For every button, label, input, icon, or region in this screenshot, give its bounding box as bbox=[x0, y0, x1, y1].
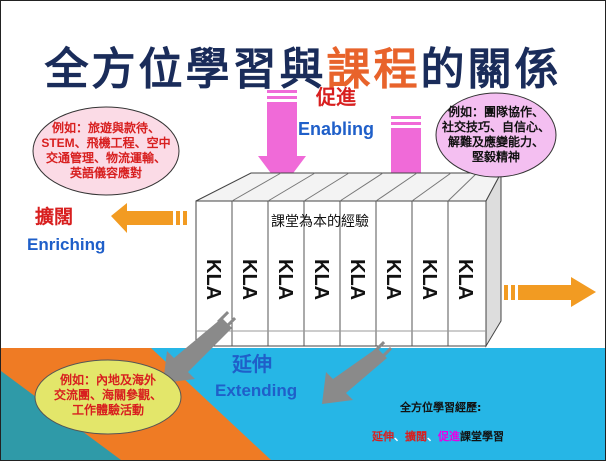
extending-en-label: Extending bbox=[215, 381, 298, 400]
enabling-example-line-4: 堅毅精神 bbox=[471, 150, 520, 164]
summary-line: 延伸、擴闊、促進課堂學習 bbox=[372, 428, 504, 444]
extending-example-bubble bbox=[34, 359, 182, 435]
summary-word-enrich: 擴闊 bbox=[405, 430, 427, 443]
summary-tail: 課堂學習 bbox=[460, 430, 504, 443]
enriching-example-text: 例如：旅遊與款待、 STEM、飛機工程、空中 交通管理、物流運輸、 英語儀容應對 bbox=[33, 121, 179, 181]
enriching-example-bubble bbox=[32, 106, 180, 196]
kla-block bbox=[195, 172, 502, 348]
enriching-example-line-4: 英語儀容應對 bbox=[69, 166, 142, 180]
enriching-example-line-1: 例如：旅遊與款待、 bbox=[51, 121, 160, 135]
enabling-en-label: Enabling bbox=[298, 119, 374, 139]
kla-label-5: KLA bbox=[346, 259, 368, 300]
extending-example-line-3: 工作體驗活動 bbox=[71, 403, 144, 417]
enabling-arrow-left bbox=[258, 90, 306, 188]
summary-sep-1: 、 bbox=[394, 430, 405, 443]
kla-label-3: KLA bbox=[274, 259, 296, 300]
kla-label-6: KLA bbox=[382, 259, 404, 300]
enabling-zh-label: 促進 bbox=[316, 85, 356, 109]
enriching-arrow bbox=[111, 203, 187, 233]
summary-word-enable: 促進 bbox=[438, 430, 460, 443]
enabling-example-text: 例如：團隊協作、 社交技巧、自信心、 解難及應變能力、 堅毅精神 bbox=[436, 105, 556, 165]
enriching-zh-label: 擴闊 bbox=[35, 206, 74, 228]
enabling-example-bubble bbox=[435, 92, 557, 178]
extending-example-line-2: 交流團、海關參觀、 bbox=[53, 388, 162, 402]
kla-label-8: KLA bbox=[454, 259, 476, 300]
kla-label-7: KLA bbox=[418, 259, 440, 300]
right-arrow bbox=[504, 277, 596, 307]
extending-arrow-left bbox=[163, 311, 237, 383]
enabling-example-line-3: 解難及應變能力、 bbox=[447, 135, 544, 149]
extending-example-text: 例如：內地及海外 交流團、海關參觀、 工作體驗活動 bbox=[35, 373, 181, 418]
enriching-example-line-2: STEM、飛機工程、空中 bbox=[41, 136, 171, 150]
enabling-example-line-1: 例如：團隊協作、 bbox=[447, 105, 544, 119]
enriching-example-line-3: 交通管理、物流運輸、 bbox=[45, 151, 166, 165]
kla-label-1: KLA bbox=[202, 259, 224, 300]
extending-example-line-1: 例如：內地及海外 bbox=[59, 373, 156, 387]
summary-word-extend: 延伸 bbox=[372, 430, 394, 443]
summary-sep-2: 、 bbox=[427, 430, 438, 443]
center-label: 課堂為本的經驗 bbox=[271, 214, 369, 230]
title-part-1: 全方位學習與 bbox=[44, 44, 327, 95]
kla-labels: KLA KLA KLA KLA KLA KLA KLA KLA bbox=[202, 259, 476, 300]
summary-heading: 全方位學習經歷: bbox=[400, 401, 482, 414]
extending-arrow-right bbox=[322, 341, 393, 404]
title-highlight: 課程 bbox=[326, 44, 421, 95]
enriching-en-label: Enriching bbox=[27, 235, 106, 254]
kla-label-4: KLA bbox=[310, 259, 332, 300]
title-part-2: 的關係 bbox=[420, 44, 562, 95]
bottom-blue-band bbox=[151, 348, 605, 460]
enabling-example-line-2: 社交技巧、自信心、 bbox=[441, 120, 550, 134]
kla-label-2: KLA bbox=[238, 259, 260, 300]
page-title: 全方位學習與課程的關係 bbox=[1, 33, 605, 97]
extending-zh-label: 延伸 bbox=[232, 352, 272, 376]
